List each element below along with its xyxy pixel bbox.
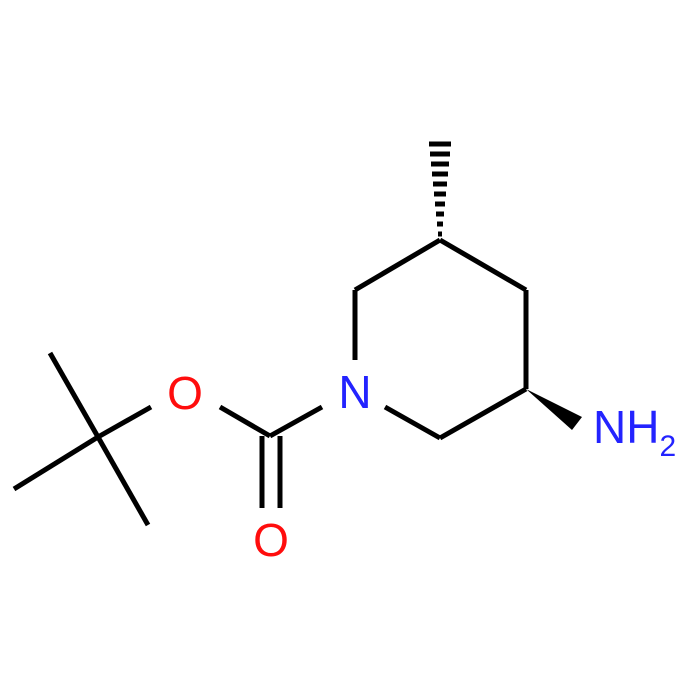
amine-label-subscript: 2 (659, 430, 676, 463)
bond-c5-c6 (438, 386, 528, 441)
bond-tbutyl-methyl-top (47, 351, 101, 439)
tert-butyl-group (12, 351, 153, 527)
amine-label: NH2 (593, 401, 676, 463)
amine-label-main: NH (593, 401, 659, 453)
bond-c6-n (383, 404, 442, 441)
bond-c2-c3 (353, 237, 442, 293)
carbamate-group (218, 404, 324, 508)
bond-oxygen-carbonyl-carbon (218, 404, 272, 439)
bond-carbonyl-nitrogen (268, 404, 324, 439)
solid-wedge-amine (526, 389, 582, 430)
oxygen-carbonyl-label: O (253, 514, 289, 566)
bond-tbutyl-methyl-left (12, 434, 100, 492)
bond-tbutyl-oxygen (96, 404, 153, 440)
nitrogen-ring-label: N (338, 366, 371, 418)
bond-tbutyl-methyl-bottom (95, 435, 151, 527)
hashed-wedge-methyl (429, 141, 451, 237)
piperidine-ring (352, 237, 529, 441)
oxygen-ester-label: O (167, 367, 203, 419)
bond-c3-c4 (438, 237, 528, 293)
